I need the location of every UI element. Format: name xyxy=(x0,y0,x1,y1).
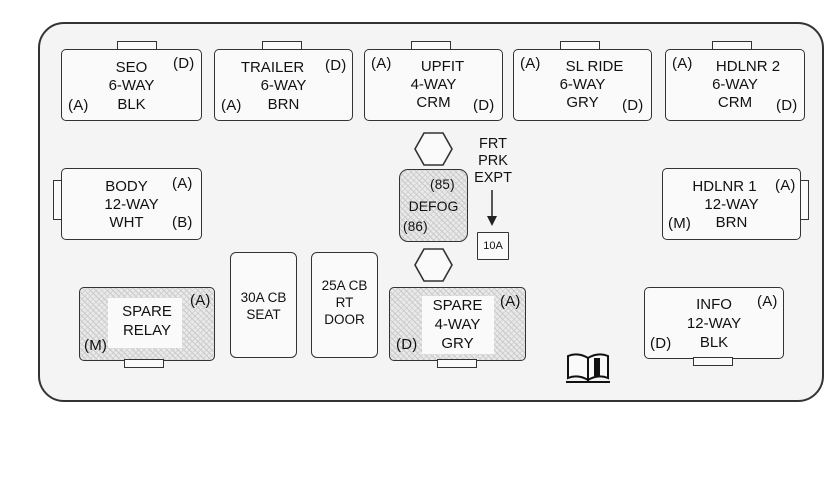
upfit-code-bottom: (D) xyxy=(473,97,495,114)
defog-label: DEFOG xyxy=(408,198,459,214)
hdlnr1-connector[interactable]: HDLNR 1 (A) 12-WAY (M) BRN xyxy=(662,168,801,240)
body-line3: WHT xyxy=(109,214,144,231)
fuse-10a[interactable]: 10A xyxy=(477,232,509,260)
upfit-code-top: (A) xyxy=(371,55,392,72)
fuse-caption-1: FRT xyxy=(479,136,507,152)
body-line2: 12-WAY xyxy=(104,196,159,213)
hex-nut-icon xyxy=(414,132,453,166)
hdlnr1-line2: 12-WAY xyxy=(704,196,759,213)
trailer-connector[interactable]: TRAILER (D) 6-WAY (A) BRN xyxy=(214,49,353,121)
hdlnr2-connector[interactable]: (A) HDLNR 2 6-WAY CRM (D) xyxy=(665,49,805,121)
upfit-line2: 4-WAY xyxy=(410,76,457,93)
upfit-connector[interactable]: (A) UPFIT 4-WAY CRM (D) xyxy=(364,49,503,121)
spare4-code-bottom: (D) xyxy=(396,336,418,353)
slride-line1: SL RIDE xyxy=(565,58,624,75)
body-line1: BODY xyxy=(105,178,148,195)
sl-ride-connector[interactable]: (A) SL RIDE 6-WAY GRY (D) xyxy=(513,49,652,121)
door-cb-line2: RT xyxy=(335,295,354,310)
spare-relay-line2: RELAY xyxy=(122,322,172,339)
info-line3: BLK xyxy=(699,334,729,351)
hdlnr2-line3: CRM xyxy=(717,94,753,111)
trailer-line1: TRAILER xyxy=(240,59,305,76)
hdlnr2-line1: HDLNR 2 xyxy=(715,58,781,75)
seat-cb-line1: 30A CB xyxy=(240,290,287,305)
spare-4way-tab xyxy=(437,359,477,368)
info-line2: 12-WAY xyxy=(686,315,742,332)
seo-line2: 6-WAY xyxy=(108,77,155,94)
spare4-code-top: (A) xyxy=(500,293,521,310)
door-cb-line1: 25A CB xyxy=(321,278,368,293)
info-connector[interactable]: INFO (A) 12-WAY (D) BLK xyxy=(644,287,784,359)
hdlnr2-code-top: (A) xyxy=(672,55,693,72)
spare4-line1: SPARE xyxy=(432,297,483,314)
fuse-caption-3: EXPT xyxy=(474,170,512,186)
spare-relay-connector[interactable]: SPARE (A) RELAY (M) xyxy=(79,287,215,361)
defog-pin-85: (85) xyxy=(430,177,455,192)
spare-relay-label-area xyxy=(108,298,182,348)
spare-4way-connector[interactable]: SPARE (A) 4-WAY (D) GRY xyxy=(389,287,526,361)
hdlnr2-code-bottom: (D) xyxy=(776,97,798,114)
hex-nut-icon xyxy=(414,248,453,282)
upfit-line1: UPFIT xyxy=(420,58,465,75)
defog-pin-86: (86) xyxy=(403,219,428,234)
trailer-code-bottom: (A) xyxy=(221,97,242,114)
hdlnr2-line2: 6-WAY xyxy=(712,76,758,93)
info-code-top: (A) xyxy=(757,293,778,310)
slride-code-bottom: (D) xyxy=(622,97,644,114)
book-icon xyxy=(566,353,610,383)
spare-relay-code-top: (A) xyxy=(190,292,211,309)
rt-door-circuit-breaker[interactable]: 25A CB RT DOOR xyxy=(311,252,378,358)
trailer-line2: 6-WAY xyxy=(260,77,307,94)
hdlnr1-line1: HDLNR 1 xyxy=(692,178,757,195)
body-code-top: (A) xyxy=(172,175,193,192)
info-connector-tab xyxy=(693,357,733,366)
seo-line3: BLK xyxy=(117,96,146,113)
fuse-rating: 10A xyxy=(483,240,503,252)
info-line1: INFO xyxy=(696,296,732,313)
body-code-bottom: (B) xyxy=(172,214,193,231)
spare-relay-tab xyxy=(124,359,164,368)
info-code-bottom: (D) xyxy=(650,335,672,352)
slride-line3: GRY xyxy=(566,94,599,111)
hdlnr1-line3: BRN xyxy=(715,214,748,231)
fuse-caption-2: PRK xyxy=(478,153,508,169)
seo-line1: SEO xyxy=(115,59,148,76)
upfit-line3: CRM xyxy=(416,94,451,111)
hdlnr1-code-top: (A) xyxy=(775,177,796,194)
hdlnr1-code-bottom: (M) xyxy=(668,215,692,232)
body-connector[interactable]: BODY (A) 12-WAY WHT (B) xyxy=(61,168,202,240)
slride-code-top: (A) xyxy=(520,55,541,72)
trailer-line3: BRN xyxy=(267,96,300,113)
spare-relay-line1: SPARE xyxy=(122,303,172,320)
spare-relay-code-bottom: (M) xyxy=(84,337,108,354)
seat-cb-line2: SEAT xyxy=(246,307,281,322)
door-cb-line3: DOOR xyxy=(324,312,365,327)
spare4-line2: 4-WAY xyxy=(434,316,481,333)
defog-relay[interactable]: (85) DEFOG (86) xyxy=(399,169,468,242)
seo-code-bottom: (A) xyxy=(68,97,89,114)
seat-circuit-breaker[interactable]: 30A CB SEAT xyxy=(230,252,297,358)
fuse-arrow-icon xyxy=(487,190,497,226)
seo-code-top: (D) xyxy=(173,55,195,72)
slride-line2: 6-WAY xyxy=(559,76,606,93)
spare4-line3: GRY xyxy=(441,335,474,352)
seo-connector[interactable]: (D) SEO 6-WAY (A) BLK xyxy=(61,49,202,121)
trailer-code-top: (D) xyxy=(325,57,347,74)
spare-4way-label-area xyxy=(422,296,494,354)
